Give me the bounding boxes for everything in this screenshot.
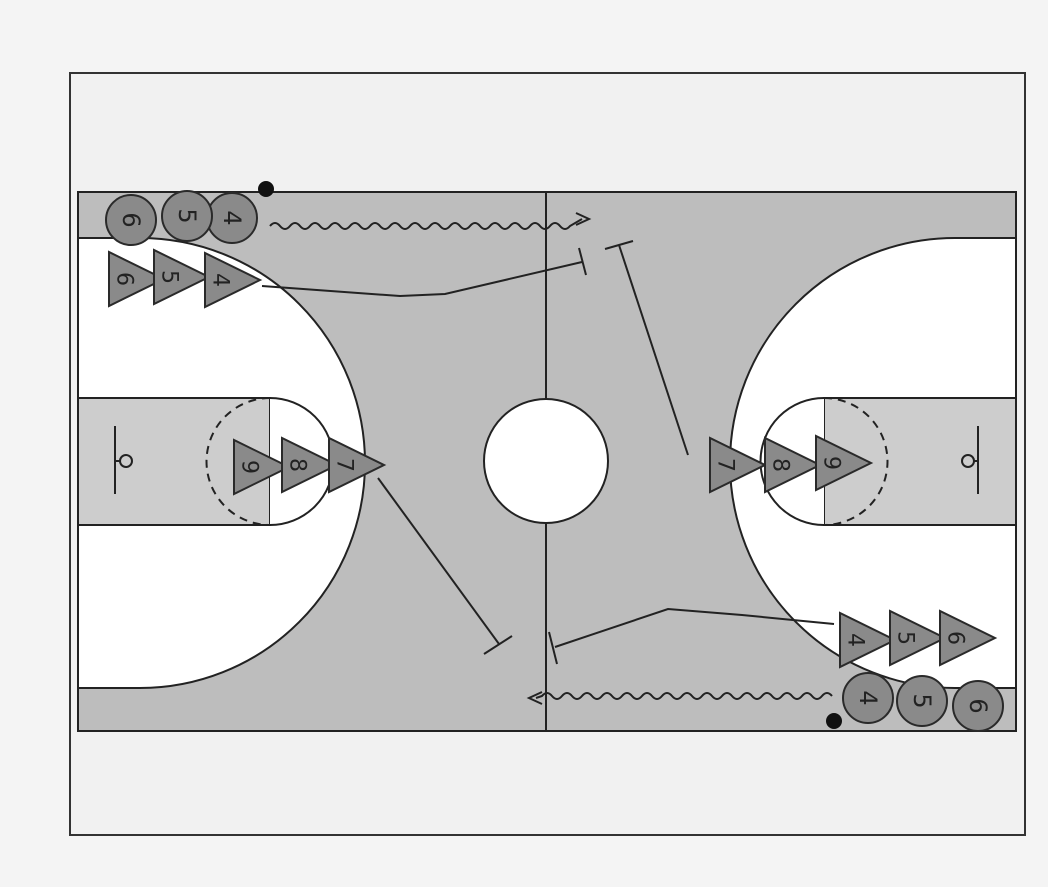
left-wing-cut-path (261, 261, 583, 298)
cone-number: 7 (332, 458, 357, 472)
left-wing-cut-screen (578, 247, 587, 276)
triangle-cone-icon: 9 (815, 434, 874, 492)
triangle-cone-icon: 7 (328, 436, 387, 494)
circle-player-icon: 4 (842, 672, 894, 724)
cone-number: 8 (768, 458, 793, 472)
player-number: 6 (117, 212, 145, 227)
player-number: 5 (908, 693, 936, 708)
triangle-cone-icon: 6 (108, 250, 167, 308)
cone-number: 6 (112, 272, 137, 286)
top-dribble-path (269, 218, 583, 230)
right-wing-cut-screen (548, 631, 558, 665)
cone-number: 5 (893, 631, 918, 645)
circle-player-icon: 5 (896, 675, 948, 727)
right-circle-players: 4 5 6 (842, 672, 1004, 732)
left-circle-players: 4 5 6 (105, 190, 258, 246)
player-number: 4 (854, 690, 882, 705)
center-circle (483, 398, 609, 524)
circle-player-icon: 5 (161, 190, 213, 242)
player-number: 5 (173, 208, 201, 223)
triangle-cone-icon: 9 (233, 438, 292, 496)
right-wing-cut-path (554, 607, 835, 648)
right-rim (961, 454, 975, 468)
triangle-cone-icon: 6 (939, 609, 998, 667)
triangle-cone-icon: 5 (889, 609, 948, 667)
left-rim (119, 454, 133, 468)
triangle-cone-icon: 7 (709, 436, 768, 494)
ball-icon (826, 713, 842, 729)
right-key-cut-screen (604, 240, 634, 250)
cone-number: 5 (157, 270, 182, 284)
left-key-cones: 9 8 7 (233, 436, 387, 496)
circle-player-icon: 6 (105, 194, 157, 246)
player-number: 4 (218, 210, 246, 225)
cone-number: 8 (285, 458, 310, 472)
left-free-throw-arc-dashed (205, 397, 271, 526)
left-key-cut-screen (483, 635, 513, 655)
triangle-cone-icon: 4 (204, 251, 263, 309)
top-dribble-arrowhead (575, 212, 592, 226)
triangle-cone-icon: 5 (153, 248, 212, 306)
cone-number: 4 (843, 633, 868, 647)
circle-player-icon: 6 (952, 680, 1004, 732)
cone-number: 7 (713, 458, 738, 472)
cone-number: 4 (208, 273, 233, 287)
right-key-cones: 7 8 9 (709, 434, 874, 494)
ball-icon (258, 181, 274, 197)
right-key-cut-path (618, 244, 689, 456)
bottom-dribble-arrowhead (526, 691, 543, 705)
cone-number: 6 (943, 631, 968, 645)
player-number: 6 (964, 698, 992, 713)
triangle-cone-icon: 4 (839, 611, 898, 669)
cone-number: 9 (819, 456, 844, 470)
right-wing-cones: 4 5 6 (839, 609, 998, 669)
left-key-cut-path (377, 477, 500, 645)
cone-number: 9 (237, 460, 262, 474)
triangle-cone-icon: 8 (764, 436, 823, 494)
triangle-cone-icon: 8 (281, 436, 340, 494)
bottom-dribble-path (535, 692, 833, 700)
right-free-throw-arc-dashed (823, 397, 889, 526)
circle-player-icon: 4 (206, 192, 258, 244)
left-wing-cones: 6 5 4 (108, 248, 263, 309)
